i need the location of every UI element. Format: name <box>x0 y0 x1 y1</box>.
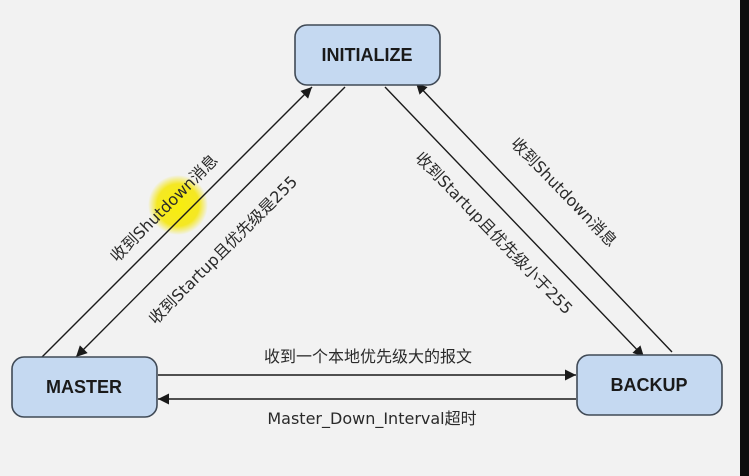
node-initialize-label: INITIALIZE <box>322 45 413 65</box>
cursor-highlight <box>148 175 208 235</box>
node-initialize: INITIALIZE <box>294 24 441 86</box>
edge-initialize-to-master <box>75 86 346 358</box>
node-backup-label: BACKUP <box>610 375 687 395</box>
label-master-to-backup: Master_Down_Interval超时 <box>267 409 476 429</box>
right-edge-shadow <box>740 0 749 476</box>
label-backup-to-master: 收到一个本地优先级大的报文 <box>264 347 472 366</box>
node-master-label: MASTER <box>46 377 122 397</box>
edge-initialize-to-backup <box>384 86 645 358</box>
node-backup: BACKUP <box>576 354 723 416</box>
edge-master-to-initialize <box>41 86 313 358</box>
node-master: MASTER <box>11 356 158 418</box>
edge-backup-to-initialize <box>415 82 673 353</box>
